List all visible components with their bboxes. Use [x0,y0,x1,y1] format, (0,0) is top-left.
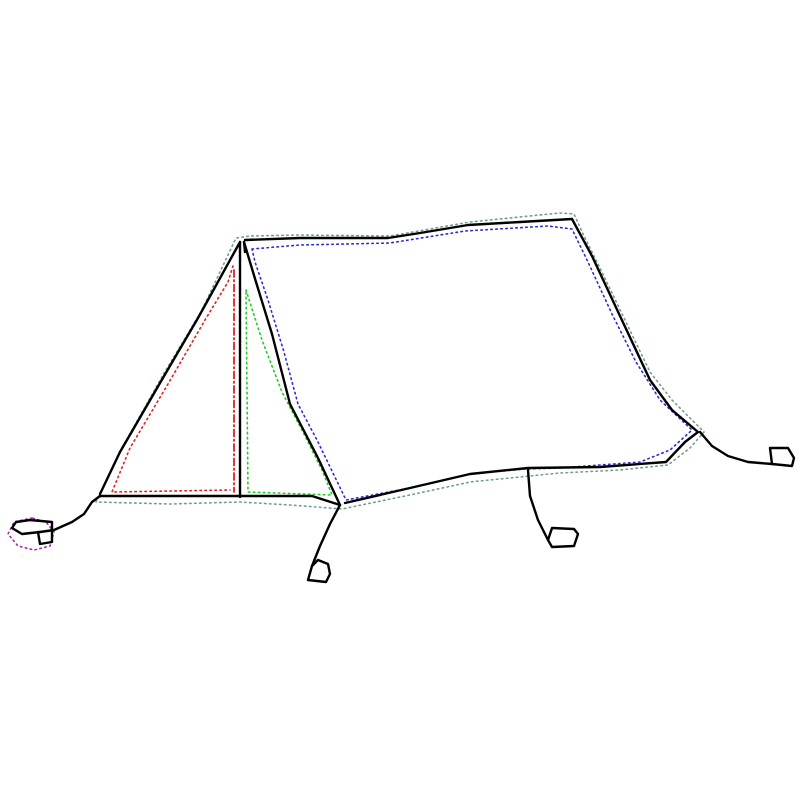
left-seam [242,240,247,254]
stake-front [306,558,332,584]
outer-trace-path [95,212,705,510]
stake-left [10,518,54,546]
guy-rope-right [698,430,774,466]
stake-middle [546,526,580,549]
left-face-trace [111,265,235,493]
left-face-trace-path [111,265,234,493]
outer-trace [95,212,705,510]
tent-outline [98,217,700,507]
guy-ropes [10,430,796,584]
left-slope [98,240,242,496]
roof-back-edge [343,217,700,505]
right-face-trace [245,289,333,496]
guy-rope-middle [526,468,550,542]
guy-rope-left [38,494,102,534]
ground-line [98,494,342,507]
stake-right [768,446,796,468]
right-face-trace-path [245,289,333,496]
front-ridge [242,240,342,507]
guy-rope-front [310,503,342,568]
roof-top-edge [243,217,574,242]
